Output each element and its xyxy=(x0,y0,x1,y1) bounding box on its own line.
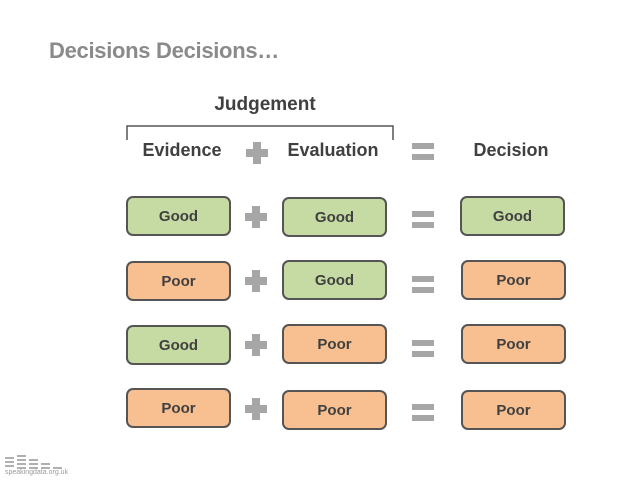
evaluation-box: Poor xyxy=(282,324,387,364)
plus-icon xyxy=(245,270,267,292)
equals-icon xyxy=(412,276,434,294)
evaluation-box: Good xyxy=(282,197,387,237)
logo-bars-icon xyxy=(5,455,62,469)
header-decision: Decision xyxy=(473,140,549,160)
header-evaluation: Evaluation xyxy=(287,140,379,160)
evidence-box: Poor xyxy=(126,261,231,301)
header-evidence: Evidence xyxy=(142,140,222,160)
evidence-box: Good xyxy=(126,325,231,365)
evidence-box: Good xyxy=(126,196,231,236)
equals-icon xyxy=(412,211,434,229)
header-equals-icon xyxy=(412,143,434,161)
decision-box: Poor xyxy=(461,260,566,300)
plus-icon xyxy=(245,398,267,420)
judgement-brace xyxy=(126,125,394,140)
equals-icon xyxy=(412,340,434,358)
logo-text: speakingdata.org.uk xyxy=(5,469,69,476)
decision-box: Poor xyxy=(461,390,566,430)
speakingdata-logo: speakingdata.org.uk xyxy=(5,455,69,477)
judgement-label: Judgement xyxy=(214,94,316,115)
decision-box: Poor xyxy=(461,324,566,364)
slide-title: Decisions Decisions… xyxy=(49,38,279,63)
plus-icon xyxy=(245,206,267,228)
plus-icon xyxy=(245,334,267,356)
evaluation-box: Good xyxy=(282,260,387,300)
evidence-box: Poor xyxy=(126,388,231,428)
decision-box: Good xyxy=(460,196,565,236)
header-plus-icon xyxy=(246,142,268,164)
equals-icon xyxy=(412,404,434,422)
evaluation-box: Poor xyxy=(282,390,387,430)
